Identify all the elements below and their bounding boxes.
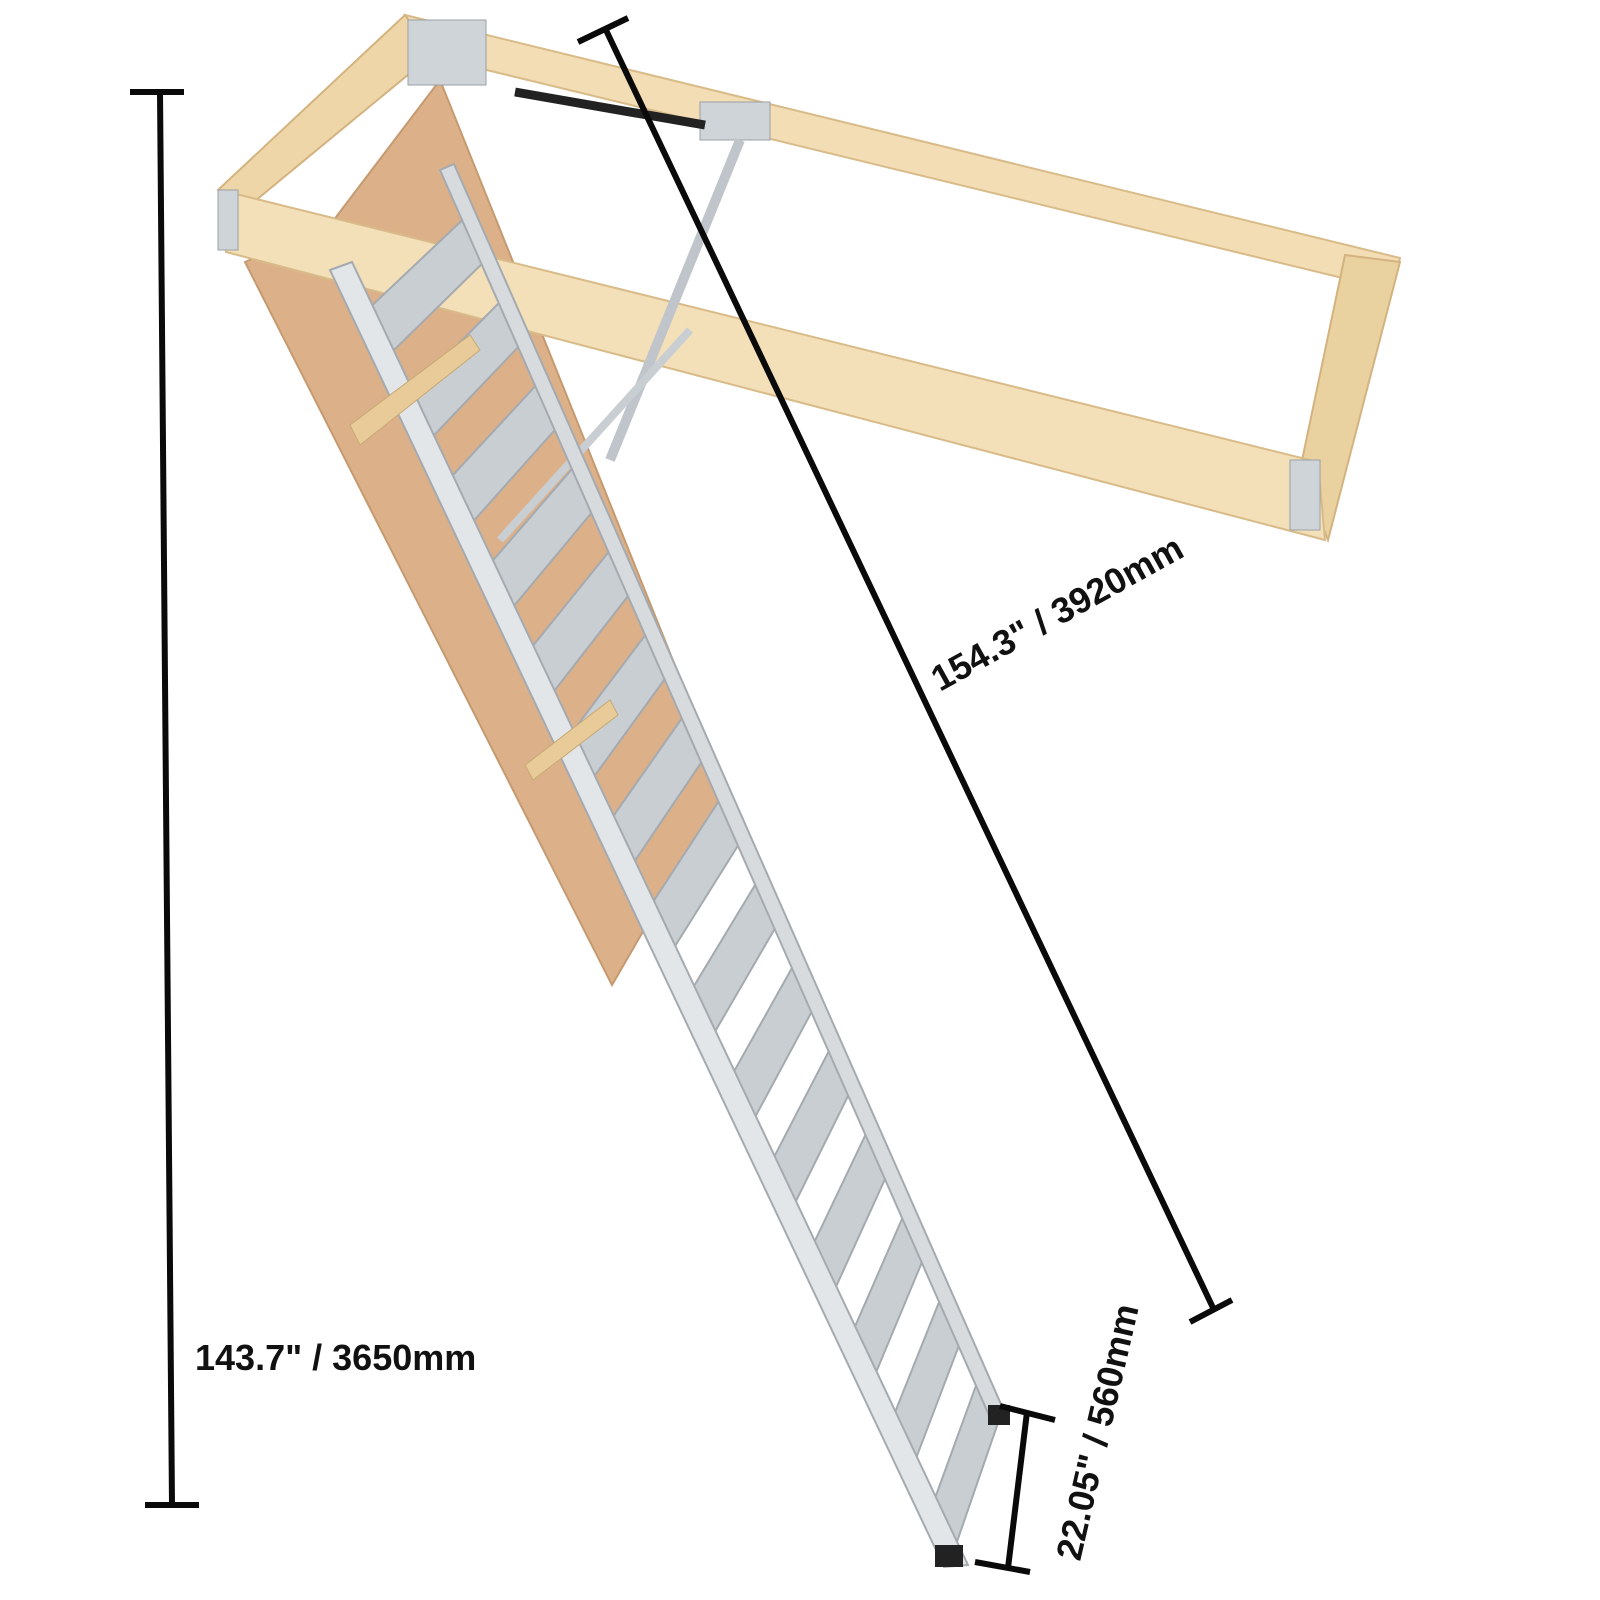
- height-label: 143.7" / 3650mm: [195, 1337, 476, 1378]
- gas-spring: [514, 87, 706, 130]
- width-dimension: [974, 1403, 1056, 1575]
- length-label: 154.3" / 3920mm: [924, 527, 1190, 699]
- ladder-rail-left: [328, 260, 970, 1569]
- width-label: 22.05" / 560mm: [1048, 1300, 1147, 1564]
- hinge-bracket: [407, 19, 487, 86]
- hinge-bracket: [699, 101, 771, 141]
- wood-cleat: [349, 334, 481, 446]
- height-dimension: [130, 89, 199, 1508]
- support-arm: [605, 138, 745, 462]
- wood-cleat: [524, 699, 619, 781]
- support-arm: [497, 327, 693, 543]
- ladder-foot: [935, 1545, 963, 1567]
- ladder: [328, 162, 1010, 1569]
- corner-bracket: [217, 189, 239, 251]
- frame-right-end: [1298, 253, 1402, 544]
- frame-back-beam: [403, 13, 1402, 292]
- length-dimension: [576, 15, 1234, 1325]
- corner-bracket: [1289, 459, 1321, 531]
